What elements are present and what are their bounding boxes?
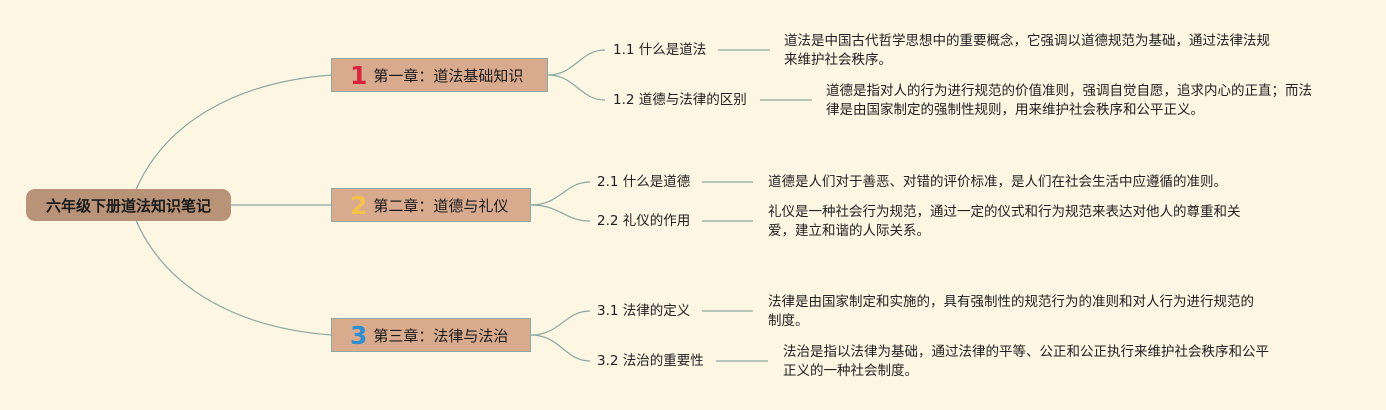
subtopic-2-2[interactable]: 2.2 礼仪的作用	[597, 213, 691, 229]
connector-ch1-sub2	[547, 74, 606, 101]
chapter-number-badge-3: 3	[350, 320, 368, 350]
chapter-title-1: 第一章：道法基础知识	[373, 66, 524, 85]
chapter-title-3: 第三章：法律与法治	[373, 326, 509, 345]
description-1-2: 道德是指对人的行为进行规范的价值准则，强调自觉自愿，追求内心的正直；而法律是由国…	[826, 83, 1312, 118]
connector-root-chapter-3	[134, 217, 332, 336]
description-1-1: 道法是中国古代哲学思想中的重要概念，它强调以道德规范为基础，通过法律法规来维护社…	[784, 33, 1270, 68]
chapter-number-badge-1: 1	[350, 60, 368, 90]
root-node[interactable]: 六年级下册道法知识笔记	[26, 189, 231, 221]
subtopic-1-2[interactable]: 1.2 道德与法律的区别	[613, 92, 747, 108]
connector-ch3-sub1	[530, 310, 591, 336]
root-title: 六年级下册道法知识笔记	[45, 196, 211, 215]
description-3-2: 法治是指以法律为基础，通过法律的平等、公正和公正执行来维护社会秩序和公平正义的一…	[783, 344, 1269, 379]
connector-ch2-sub2	[530, 204, 591, 222]
chapter-node-3[interactable]: 3 第三章：法律与法治	[331, 318, 531, 352]
description-2-1: 道德是人们对于善恶、对错的评价标准，是人们在社会生活中应遵循的准则。	[768, 174, 1227, 190]
connector-ch1-sub1	[547, 49, 606, 76]
subtopic-1-1[interactable]: 1.1 什么是道法	[613, 42, 707, 58]
subtopic-3-1[interactable]: 3.1 法律的定义	[597, 303, 691, 319]
subtopic-2-1[interactable]: 2.1 什么是道德	[597, 174, 691, 190]
description-2-2: 礼仪是一种社会行为规范，通过一定的仪式和行为规范来表达对他人的尊重和关爱，建立和…	[768, 204, 1241, 239]
connector-ch2-sub1	[530, 181, 591, 206]
subtopic-3-2[interactable]: 3.2 法治的重要性	[597, 353, 704, 369]
chapter-number-badge-2: 2	[350, 190, 368, 220]
chapter-node-1[interactable]: 1 第一章：道法基础知识	[331, 58, 548, 92]
connector-ch3-sub2	[530, 334, 591, 362]
chapter-title-2: 第二章：道德与礼仪	[373, 196, 509, 215]
connector-root-chapter-1	[134, 74, 332, 193]
description-3-1: 法律是由国家制定和实施的，具有强制性的规范行为的准则和对人行为进行规范的制度。	[768, 294, 1254, 329]
chapter-node-2[interactable]: 2 第二章：道德与礼仪	[331, 188, 531, 222]
